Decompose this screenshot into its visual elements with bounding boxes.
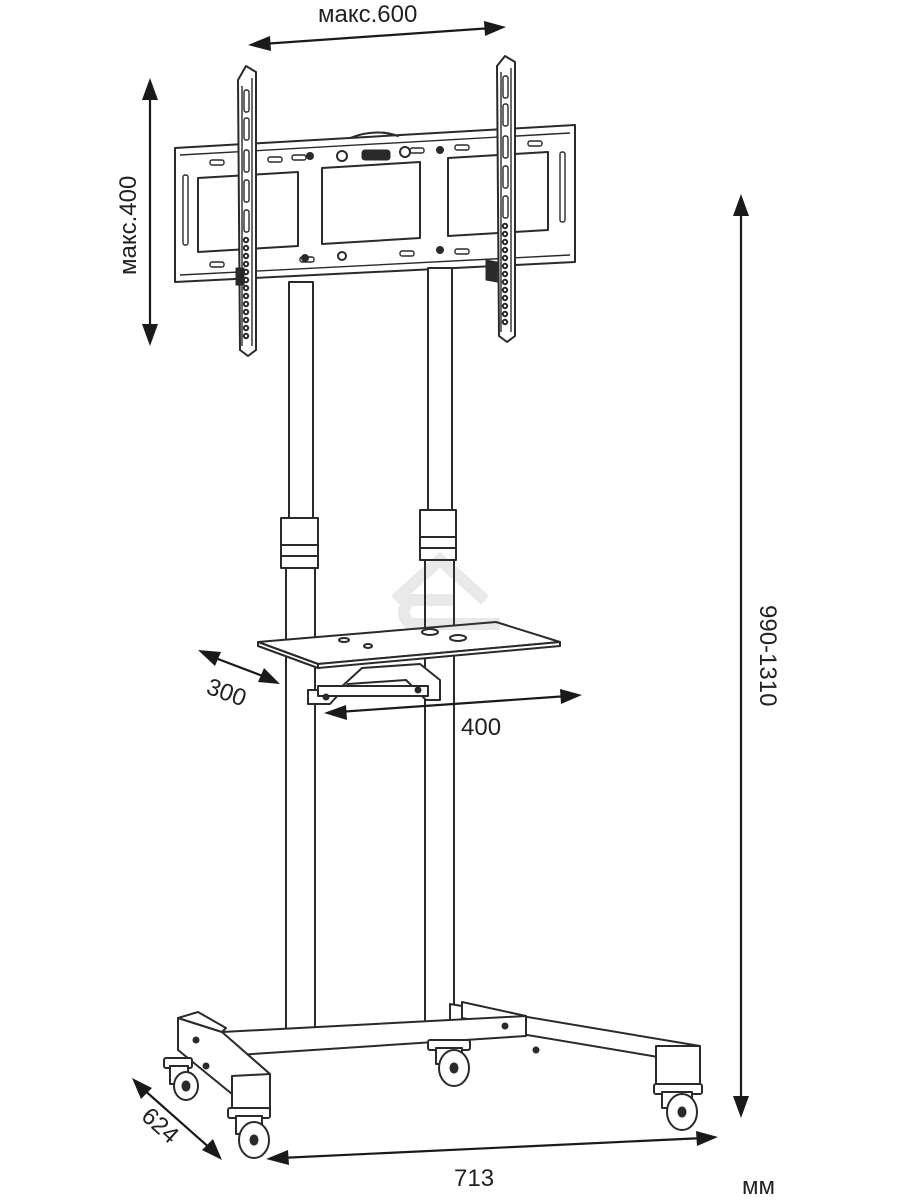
base-width-label: 713 xyxy=(454,1165,494,1192)
caster-front-left xyxy=(163,1057,199,1101)
shelf-width-label: 400 xyxy=(461,714,501,741)
mount-height-label: макс.400 xyxy=(115,176,142,275)
caster-front-right xyxy=(227,1107,271,1159)
dimension-mount-width: макс.600 xyxy=(248,1,506,51)
vertical-mount-arm-left xyxy=(235,65,257,357)
dimension-base-width: 713 xyxy=(266,1131,718,1192)
vertical-mount-arm-right xyxy=(485,55,516,343)
mount-width-label: макс.600 xyxy=(318,1,417,28)
dimension-total-height: 990-1310 xyxy=(733,194,781,1118)
caster-back-left xyxy=(427,1039,471,1087)
dimension-shelf-width: 400 xyxy=(324,689,582,741)
shelf-depth-label: 300 xyxy=(203,673,250,712)
dimension-mount-height: макс.400 xyxy=(115,78,158,346)
base-frame xyxy=(177,1001,701,1113)
caster-back-right xyxy=(653,1083,703,1131)
shelf xyxy=(257,621,561,705)
total-height-label: 990-1310 xyxy=(754,605,781,706)
pole-left xyxy=(280,281,319,1033)
dimension-shelf-depth: 300 xyxy=(198,650,280,712)
unit-label: мм xyxy=(742,1173,775,1200)
base-depth-label: 624 xyxy=(136,1102,184,1149)
watermark-logo xyxy=(391,551,500,630)
